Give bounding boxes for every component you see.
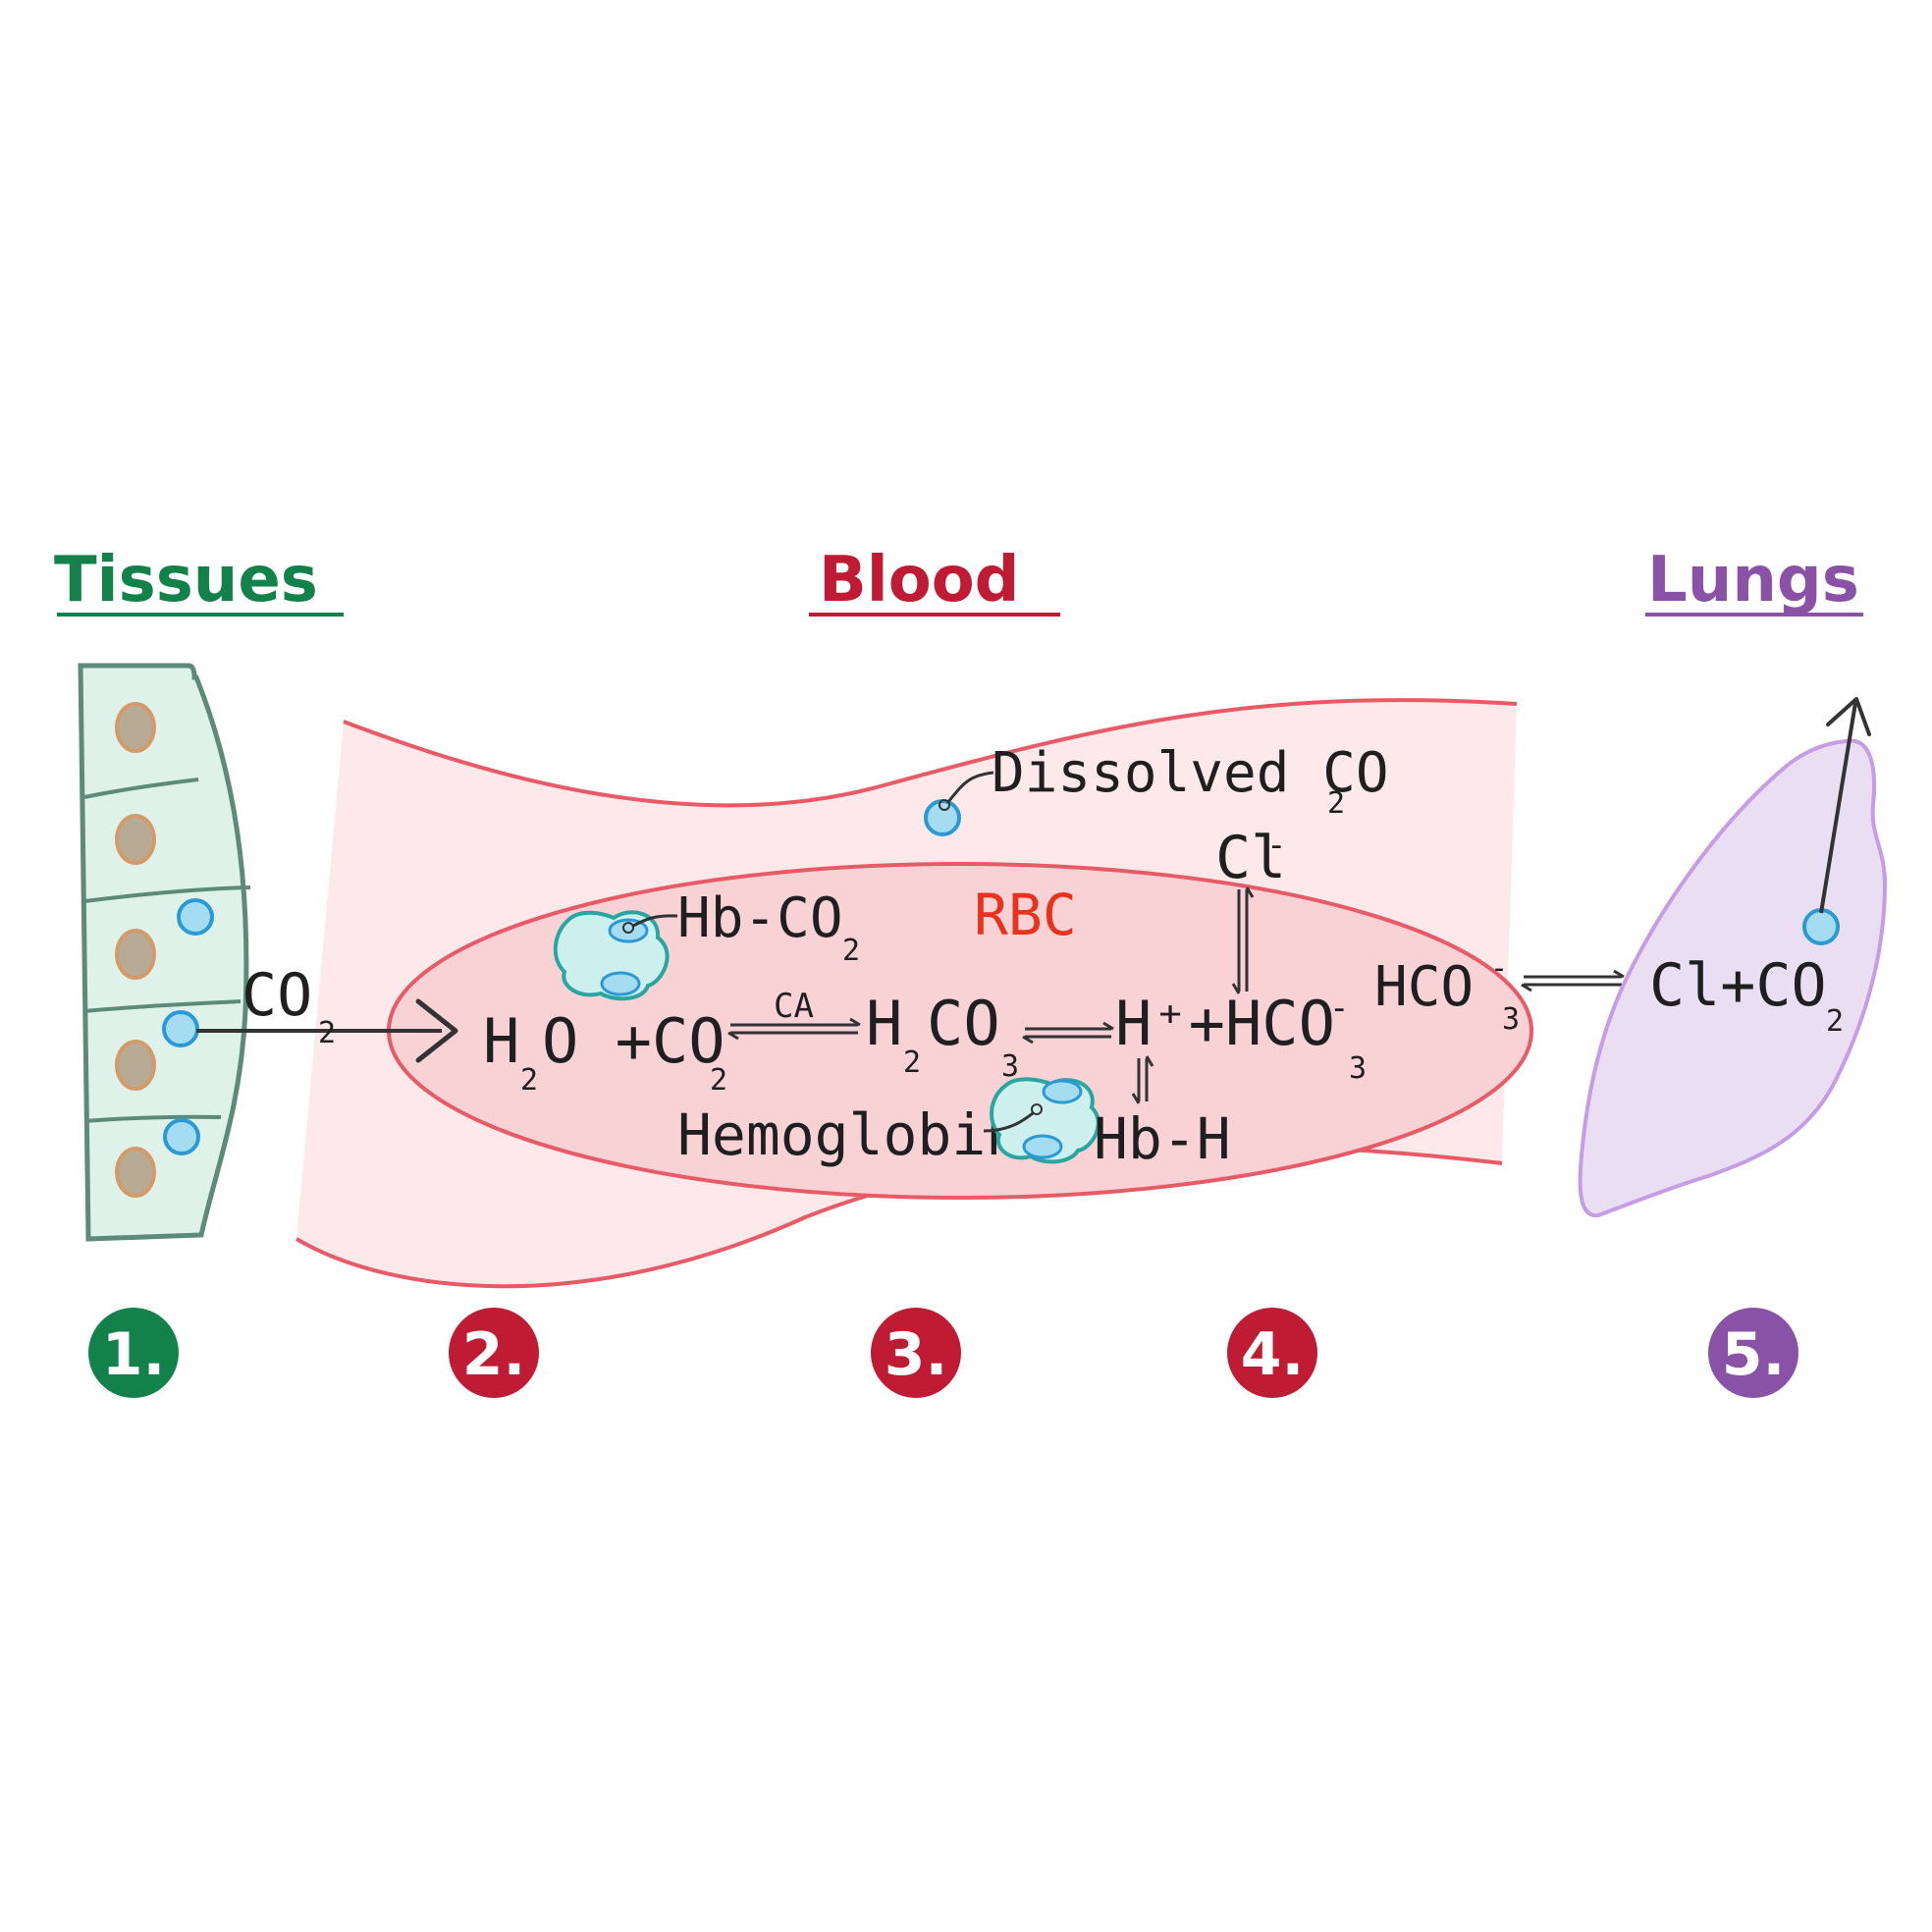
cell-nucleus	[115, 929, 156, 980]
label-ca: CA	[774, 987, 814, 1026]
cell-nucleus	[115, 814, 156, 865]
pointer-dot	[1031, 1103, 1043, 1115]
co2-diffusion-arrow	[196, 998, 458, 1063]
label-lung-co2-sub: 2	[1826, 1004, 1844, 1039]
step-5-badge: 5.	[1708, 1308, 1798, 1398]
chloride-shift-arrows	[1231, 886, 1255, 994]
hemoglobin-molecule-bottom	[990, 1077, 1100, 1164]
pointer-line	[632, 914, 678, 928]
hemoglobin-molecule-top	[553, 910, 670, 1001]
label-h2co3-sub3: 3	[1001, 1049, 1019, 1084]
step-2-badge: 2.	[449, 1308, 539, 1398]
label-lung-cl-co2: Cl+CO	[1649, 951, 1827, 1020]
step-2-label: 2.	[462, 1320, 526, 1389]
h2co3-equilibrium-arrows	[1022, 1021, 1114, 1045]
ca-equilibrium-arrows	[727, 1017, 861, 1041]
label-cl-top: Cl	[1215, 824, 1286, 892]
exhale-arrow	[1819, 697, 1871, 914]
header-blood: Blood	[819, 544, 1019, 617]
label-rbc: RBC	[974, 882, 1077, 948]
step-3-label: 3.	[885, 1320, 948, 1389]
label-h-plus-hco3-sub: 3	[1349, 1051, 1367, 1086]
co2-molecule	[177, 898, 214, 936]
label-h2o-sub: 2	[520, 1063, 538, 1098]
label-cl-top-sup: -	[1266, 826, 1286, 865]
label-dissolved-co2: Dissolved CO	[992, 741, 1389, 805]
cell-nucleus	[115, 702, 156, 753]
label-co2-tissue: CO	[242, 961, 312, 1030]
label-h2o-co2-sub: 2	[710, 1063, 727, 1098]
label-hb-h: Hb-H	[1094, 1105, 1231, 1172]
dissolved-co2-molecule	[924, 799, 961, 836]
label-co2-tissue-sub: 2	[318, 1016, 336, 1050]
pointer-dot	[939, 799, 950, 811]
lung-shape	[1578, 738, 1888, 1218]
label-h2o-h: H	[483, 1005, 519, 1077]
label-hemoglobin: Hemoglobin	[677, 1101, 1020, 1168]
label-hco3-plasma-sup: -	[1490, 951, 1508, 986]
label-h-plus-hco3: H⁺+HCO	[1115, 988, 1335, 1059]
co2-molecule	[163, 1118, 200, 1155]
pointer-line	[945, 771, 994, 804]
label-dissolved-co2-sub: 2	[1327, 786, 1345, 821]
label-h-plus-hco3-sup: -	[1329, 989, 1349, 1028]
header-tissues: Tissues	[54, 544, 318, 617]
exhaled-co2-molecule	[1802, 908, 1840, 945]
pointer-line	[983, 1111, 1034, 1133]
step-3-badge: 3.	[871, 1308, 961, 1398]
label-h2co3-co: CO	[927, 988, 1000, 1059]
step-1-label: 1.	[102, 1320, 166, 1389]
cell-nucleus	[115, 1040, 156, 1091]
label-h2co3-h: H	[866, 988, 902, 1059]
label-hb-co2-sub: 2	[842, 934, 860, 968]
plasma-lung-equilibrium-arrows	[1521, 969, 1625, 993]
tissue-column	[78, 663, 251, 1242]
step-4-badge: 4.	[1227, 1308, 1317, 1398]
h-plus-hemoglobin-arrows	[1131, 1055, 1154, 1104]
label-hco3-plasma-sub: 3	[1502, 1002, 1520, 1037]
header-lungs: Lungs	[1647, 544, 1859, 617]
label-h2o-co2: O +CO	[542, 1005, 725, 1077]
pointer-dot	[622, 922, 634, 934]
step-4-label: 4.	[1241, 1320, 1305, 1389]
label-hb-co2: Hb-CO	[677, 886, 843, 950]
label-h2co3-sub2: 2	[903, 1046, 921, 1080]
step-5-label: 5.	[1722, 1320, 1786, 1389]
label-hco3-plasma: HCO	[1374, 955, 1474, 1019]
co2-molecule	[162, 1010, 199, 1047]
cell-nucleus	[115, 1147, 156, 1198]
step-1-badge: 1.	[88, 1308, 179, 1398]
vessel-wall-top	[343, 698, 1518, 808]
